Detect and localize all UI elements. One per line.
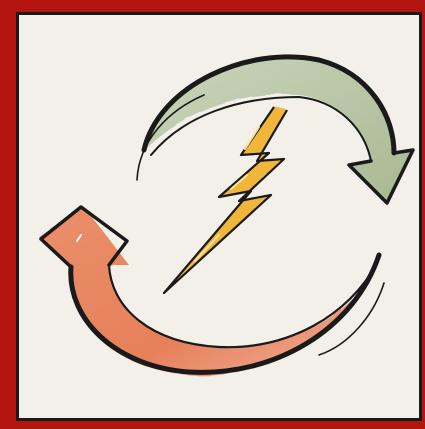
sketch-canvas <box>16 12 422 421</box>
orange-curved-arrow-icon <box>39 207 384 375</box>
lightning-bolt-icon <box>164 107 287 293</box>
cycle-illustration <box>19 15 419 418</box>
